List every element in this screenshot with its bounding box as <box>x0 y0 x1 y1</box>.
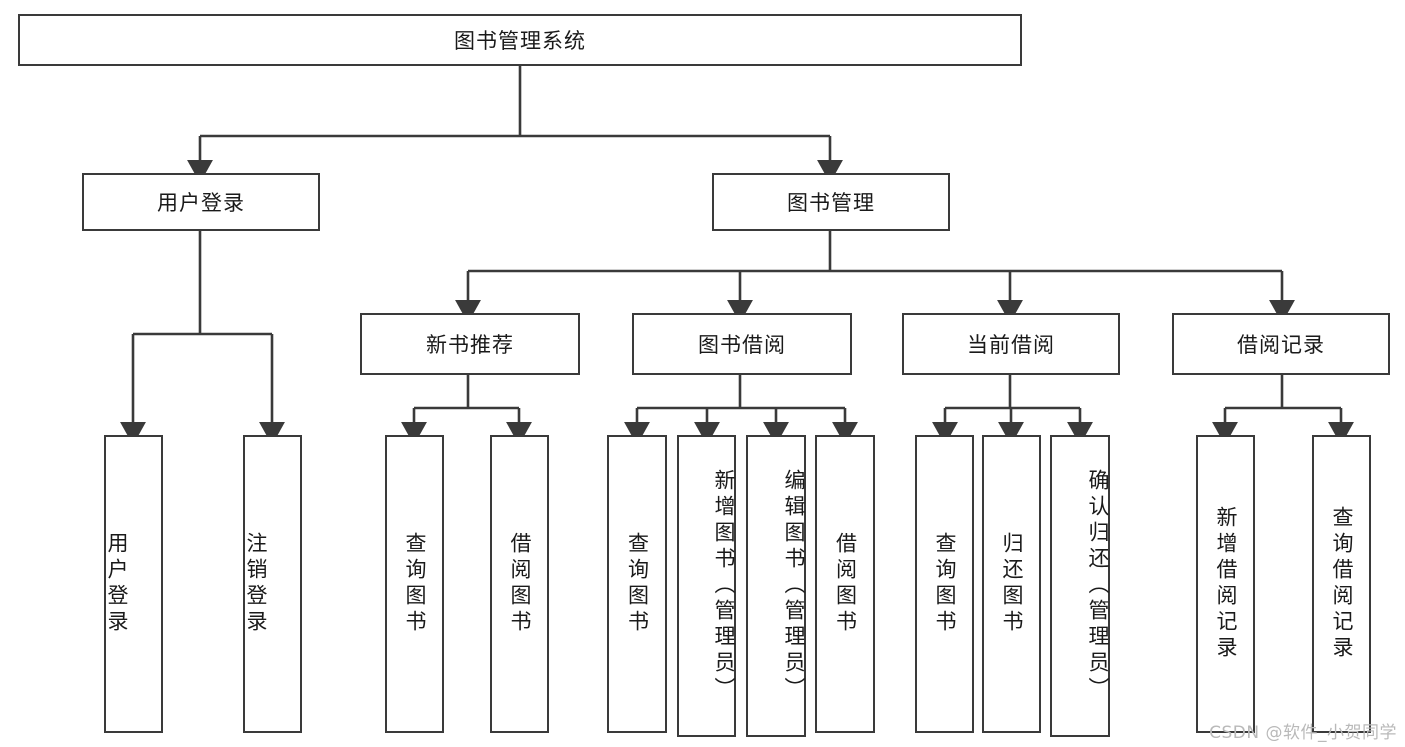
node-borrow-records[interactable]: 借阅记录 <box>1172 313 1390 375</box>
node-book-borrow[interactable]: 图书借阅 <box>632 313 852 375</box>
node-label: 借阅图书 <box>833 532 858 636</box>
node-label: 查询图书 <box>625 532 650 636</box>
node-label: 新增借阅记录 <box>1214 506 1238 662</box>
node-label: 用户登录 <box>105 532 129 636</box>
leaf-records-query-record[interactable]: 查询借阅记录 <box>1312 435 1371 733</box>
leaf-new-book-borrow[interactable]: 借阅图书 <box>490 435 549 733</box>
leaf-borrow-edit-book[interactable]: 编辑图书（管理员） <box>746 435 806 737</box>
leaf-current-query-book[interactable]: 查询图书 <box>915 435 974 733</box>
node-label: 查询图书 <box>403 532 427 636</box>
node-label: 借阅图书 <box>508 532 532 636</box>
node-root[interactable]: 图书管理系统 <box>18 14 1022 66</box>
node-label: 新增图书（管理员） <box>712 469 736 703</box>
node-label: 当前借阅 <box>967 333 1055 357</box>
leaf-borrow-query-book[interactable]: 查询图书 <box>607 435 667 733</box>
leaf-user-login-logout[interactable]: 注销登录 <box>243 435 302 733</box>
node-label: 用户登录 <box>157 191 245 215</box>
node-label: 图书管理系统 <box>454 29 586 53</box>
node-label: 注销登录 <box>244 532 268 636</box>
leaf-current-confirm-return[interactable]: 确认归还（管理员） <box>1050 435 1110 737</box>
node-label: 编辑图书（管理员） <box>782 469 806 703</box>
node-label: 查询图书 <box>933 532 957 636</box>
node-user-login[interactable]: 用户登录 <box>82 173 320 231</box>
leaf-borrow-add-book[interactable]: 新增图书（管理员） <box>677 435 736 737</box>
leaf-records-add-record[interactable]: 新增借阅记录 <box>1196 435 1255 733</box>
node-label: 确认归还（管理员） <box>1086 469 1110 703</box>
leaf-current-return-book[interactable]: 归还图书 <box>982 435 1041 733</box>
node-label: 查询借阅记录 <box>1330 506 1354 662</box>
node-label: 新书推荐 <box>426 333 514 357</box>
node-label: 图书管理 <box>787 191 875 215</box>
leaf-user-login-login[interactable]: 用户登录 <box>104 435 163 733</box>
leaf-new-book-query[interactable]: 查询图书 <box>385 435 444 733</box>
node-label: 图书借阅 <box>698 333 786 357</box>
leaf-borrow-borrow-book[interactable]: 借阅图书 <box>815 435 875 733</box>
node-book-management[interactable]: 图书管理 <box>712 173 950 231</box>
node-label: 借阅记录 <box>1237 333 1325 357</box>
node-new-book-recommend[interactable]: 新书推荐 <box>360 313 580 375</box>
node-current-borrow[interactable]: 当前借阅 <box>902 313 1120 375</box>
node-label: 归还图书 <box>1000 532 1024 636</box>
watermark-text: CSDN @软件_小贺同学 <box>1209 723 1397 743</box>
